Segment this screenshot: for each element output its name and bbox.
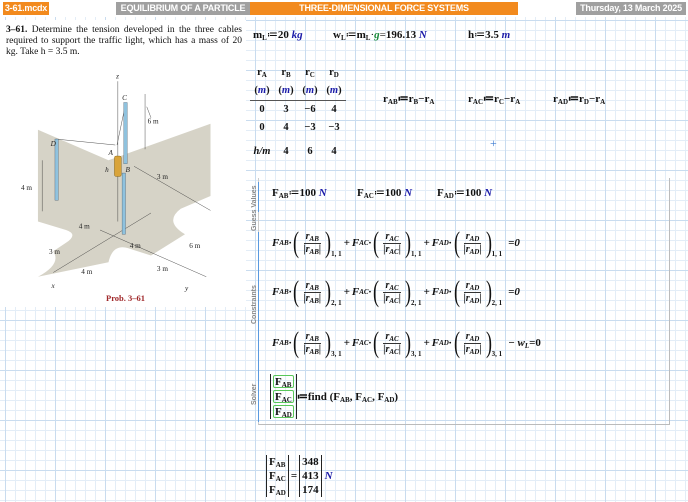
rad-def[interactable]: rAD≔rD−rA [553,93,606,106]
svg-text:D: D [50,140,57,148]
def-weight[interactable]: wL≔mL·g=196.13 N [333,29,427,42]
svg-text:3 m: 3 m [157,265,168,273]
table-cell: 6 [307,145,313,157]
problem-panel: 3–61. Determine the tension developed in… [0,20,246,307]
guess-fac[interactable]: FAC≔100 N [357,187,413,200]
solver-label: Solver [251,383,258,406]
col-header: rB [281,67,291,79]
pole-c [123,102,128,164]
col-header: rC [305,67,315,79]
constraints-label: Constraints [251,285,258,325]
unit-header: (m) [254,85,270,97]
col-header: rA [257,67,267,79]
def-mass[interactable]: mL≔20 kg [253,29,303,42]
filename-tab[interactable]: 3-61.mcdx [3,2,49,15]
table-row: 0 3 −6 4 [250,100,346,118]
svg-text:4 m: 4 m [79,222,90,230]
guess-fab[interactable]: FAB≔100 N [272,187,327,200]
table-cell: 4 [331,103,337,115]
svg-text:4 m: 4 m [21,184,32,192]
position-vector-table[interactable]: rA rB rC rD (m) (m) (m) (m) 0 3 −6 4 0 4 −3 −3 h/m 4 6 4 [250,64,346,166]
pole-d [54,138,59,201]
table-cell: −3 [304,121,316,133]
solver-bracket [258,372,260,422]
table-cell: 3 [283,103,289,115]
svg-text:6 m: 6 m [148,118,159,126]
unit-header: (m) [278,85,294,97]
section-label: THREE-DIMENSIONAL FORCE SYSTEMS [250,2,518,15]
table-row: 0 4 −3 −3 [250,118,346,136]
result-label: FAC [269,470,286,483]
unit-header: (m) [302,85,318,97]
constraints-bracket [258,232,260,372]
result-label: FAD [269,484,286,497]
svg-text:y: y [184,284,189,292]
guess-fad[interactable]: FAD≔100 N [437,187,493,200]
svg-text:4 m: 4 m [130,242,141,250]
table-cell: 0 [259,103,265,115]
svg-text:3 m: 3 m [49,248,60,256]
table-cell: −3 [328,121,340,133]
cursor-crosshair: + [490,136,497,150]
svg-text:h: h [105,166,109,174]
table-cell: 4 [331,145,337,157]
table-cell: 4 [283,145,289,157]
svg-text:4 m: 4 m [81,268,92,276]
result-value: 413 [302,470,319,482]
unit-header: (m) [326,85,342,97]
rab-def[interactable]: rAB≔rB−rA [383,93,435,106]
svg-text:z: z [115,73,119,81]
table-cell: 4 [283,121,289,133]
table-cell: h/m [253,145,271,157]
date-label: Thursday, 13 March 2025 [576,2,686,15]
table-cell: 0 [259,121,265,133]
svg-text:x: x [51,282,56,290]
svg-text:6 m: 6 m [189,242,200,250]
figure-caption: Prob. 3–61 [106,293,145,303]
svg-text:B: B [125,166,130,174]
result-label: FAB [269,456,286,469]
def-h[interactable]: h≔3.5 m [468,29,511,41]
unknown-placeholder[interactable]: FAB [273,375,294,389]
table-cell: −6 [304,103,316,115]
guess-bracket [258,182,260,212]
svg-text:C: C [122,94,127,102]
guess-values-label: Guess Values [251,185,258,231]
svg-text:3 m: 3 m [157,173,168,181]
table-row: h/m 4 6 4 [250,136,346,166]
svg-text:A: A [108,149,114,157]
unknown-placeholder[interactable]: FAD [273,405,294,419]
pole-b [121,172,126,235]
traffic-light [114,155,122,177]
problem-statement: 3–61. Determine the tension developed in… [6,25,242,57]
result-value: 174 [302,484,319,496]
unknown-placeholder[interactable]: FAC [273,390,294,404]
chapter-label: EQUILIBRIUM OF A PARTICLE [116,2,250,15]
header: 3-61.mcdx EQUILIBRIUM OF A PARTICLE THRE… [0,0,688,17]
result-value: 348 [302,456,319,468]
col-header: rD [329,67,339,79]
rac-def[interactable]: rAC≔rC−rA [468,93,521,106]
